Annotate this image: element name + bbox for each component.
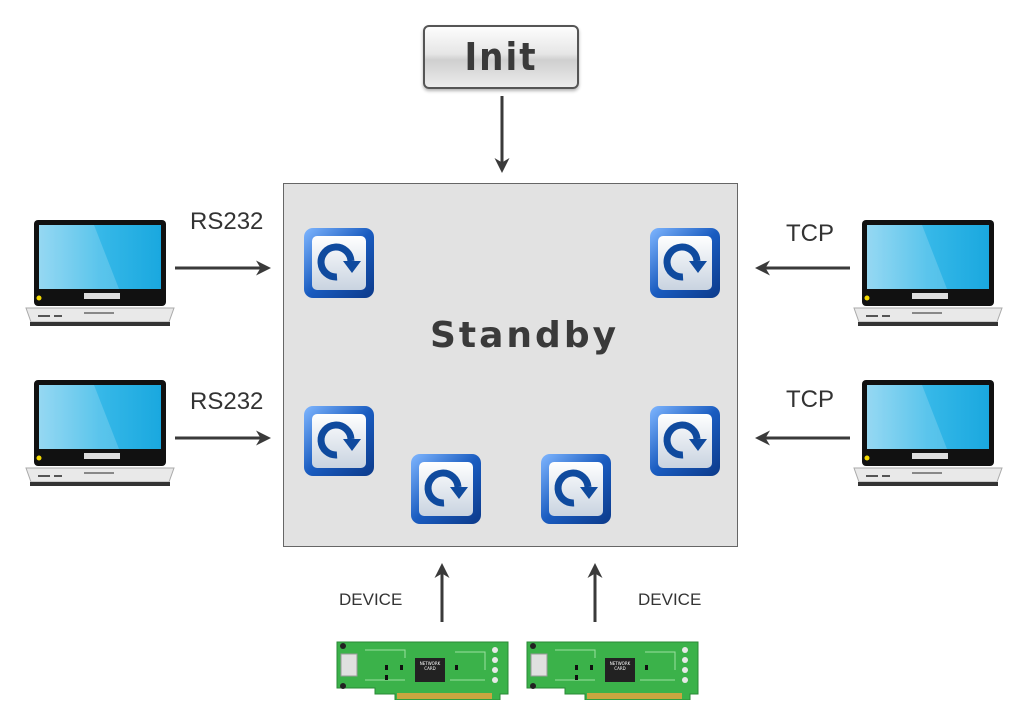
init-state: Init <box>423 25 579 89</box>
refresh-loop-icon <box>303 405 375 477</box>
laptop-icon <box>852 216 1004 328</box>
refresh-loop-icon <box>649 405 721 477</box>
rs232-label: RS232 <box>190 388 264 415</box>
network-card-icon <box>335 640 510 700</box>
refresh-loop-icon <box>540 453 612 525</box>
standby-label: Standby <box>430 315 620 356</box>
network-card-icon <box>525 640 700 700</box>
laptop-icon <box>24 376 176 488</box>
init-label: Init <box>464 35 538 79</box>
tcp-label: TCP <box>786 220 834 247</box>
laptop-icon <box>852 376 1004 488</box>
refresh-loop-icon <box>649 227 721 299</box>
rs232-label: RS232 <box>190 208 264 235</box>
laptop-icon <box>24 216 176 328</box>
device-label: DEVICE <box>339 590 403 609</box>
refresh-loop-icon <box>410 453 482 525</box>
refresh-loop-icon <box>303 227 375 299</box>
device-label: DEVICE <box>638 590 702 609</box>
tcp-label: TCP <box>786 386 834 413</box>
